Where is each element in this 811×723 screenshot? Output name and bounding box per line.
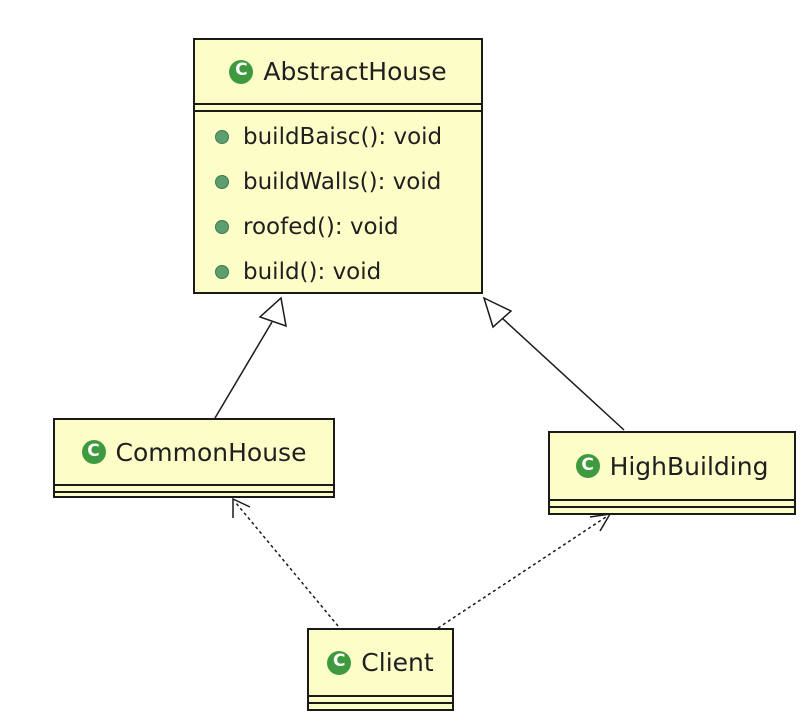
method-row[interactable]: buildWalls(): void [195,159,481,204]
dependency-line-commonhouse [235,502,339,627]
method-row[interactable]: buildBaisc(): void [195,114,481,159]
class-header: C CommonHouse [55,420,333,484]
class-name: HighBuilding [609,451,769,481]
public-method-icon [215,129,229,144]
class-name: AbstractHouse [263,57,447,86]
class-box-client[interactable]: C Client [307,628,454,711]
class-box-abstracthouse[interactable]: C AbstractHouse buildBaisc(): void build… [193,38,483,294]
generalization-arrowhead-commonhouse [258,296,287,328]
class-icon: C [229,59,254,84]
dependency-arrowhead-commonhouse [232,497,251,518]
class-name: CommonHouse [115,437,307,467]
public-method-icon [215,264,229,279]
method-signature: buildWalls(): void [243,168,442,195]
class-icon: C [327,650,352,675]
attributes-separator-bottom [195,110,481,112]
dependency-line-highbuilding [437,516,607,629]
class-icon: C [81,440,106,464]
class-header: C HighBuilding [550,433,794,499]
class-box-highbuilding[interactable]: C HighBuilding [548,431,796,515]
class-box-commonhouse[interactable]: C CommonHouse [53,418,335,498]
method-signature: buildBaisc(): void [243,123,443,150]
method-signature: roofed(): void [243,213,399,240]
method-signature: build(): void [243,258,382,285]
class-icon-glyph: C [235,60,248,80]
method-row[interactable]: build(): void [195,249,481,294]
attributes-separator-top [55,484,333,486]
class-icon-glyph: C [581,454,594,475]
class-icon-glyph: C [333,651,346,671]
attributes-separator-top [195,103,481,105]
generalization-line-highbuilding [501,317,625,431]
public-method-icon [215,174,229,189]
class-name: Client [361,648,434,677]
generalization-arrowhead-highbuilding [482,296,513,329]
class-icon-glyph: C [87,440,100,461]
class-icon: C [575,454,600,478]
method-row[interactable]: roofed(): void [195,204,481,249]
generalization-line-commonhouse [214,321,273,419]
public-method-icon [215,219,229,234]
dependency-arrowhead-highbuilding [589,513,612,532]
methods-compartment: buildBaisc(): void buildWalls(): void ro… [195,114,481,294]
class-header: C AbstractHouse [195,40,481,103]
attributes-separator-top [550,499,794,501]
attributes-separator-bottom [550,506,794,508]
attributes-separator-top [309,695,452,697]
attributes-separator-bottom [55,491,333,493]
attributes-separator-bottom [309,702,452,704]
class-header: C Client [309,630,452,695]
